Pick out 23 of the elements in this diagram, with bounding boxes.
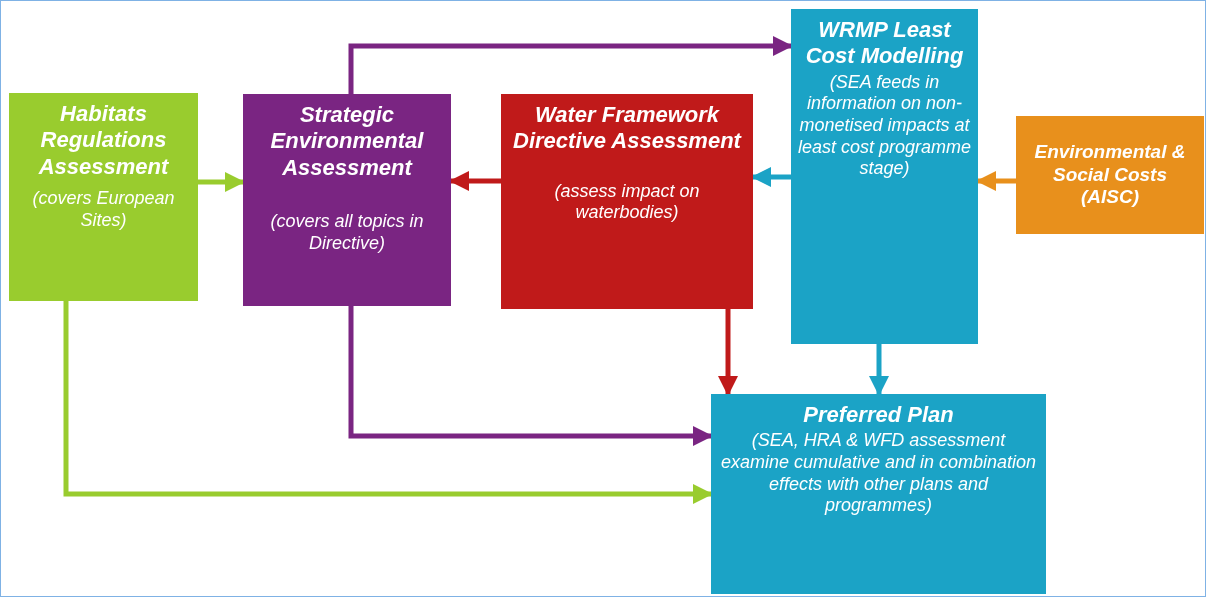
process-box [9, 93, 198, 301]
process-box [791, 9, 978, 344]
arrow [869, 344, 889, 396]
box-heading: Water Framework Directive Assessment [512, 102, 743, 155]
arrow [348, 36, 793, 94]
box-description: (covers all topics in Directive) [269, 211, 425, 255]
process-box [1016, 116, 1204, 234]
arrow [63, 301, 713, 504]
box-heading: Environmental & Social Costs (AISC) [1033, 140, 1187, 210]
box-heading: Strategic Environmental Assessment [269, 102, 425, 182]
box-description: (assess impact on waterbodies) [553, 180, 701, 224]
arrow [718, 309, 738, 396]
process-box [501, 94, 753, 309]
arrow [198, 172, 245, 192]
box-heading: Habitats Regulations Assessment [37, 101, 170, 181]
box-heading: WRMP Least Cost Modelling [804, 17, 965, 70]
box-description: (covers European Sites) [31, 188, 176, 232]
box-description: (SEA feeds in information on non-monetised impacts at least cost programme stage) [797, 71, 972, 180]
arrow [348, 306, 713, 446]
box-description: (SEA, HRA & WFD assessment examine cumulative and in combination effects with other plans and programmes) [719, 430, 1038, 517]
process-box [243, 94, 451, 306]
process-box [711, 394, 1046, 594]
box-heading: Preferred Plan [803, 402, 954, 429]
